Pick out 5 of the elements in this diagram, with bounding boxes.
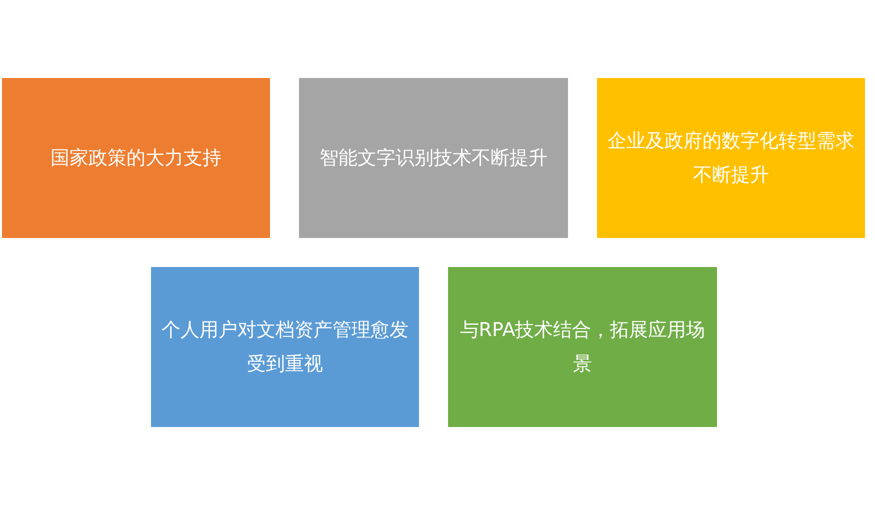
process-box: 企业及政府的数字化转型需求不断提升 — [597, 78, 865, 238]
process-box: 国家政策的大力支持 — [2, 78, 270, 238]
process-box: 个人用户对文档资产管理愈发受到重视 — [151, 267, 419, 427]
process-box: 智能文字识别技术不断提升 — [299, 78, 568, 238]
process-box: 与RPA技术结合，拓展应用场景 — [448, 267, 717, 427]
